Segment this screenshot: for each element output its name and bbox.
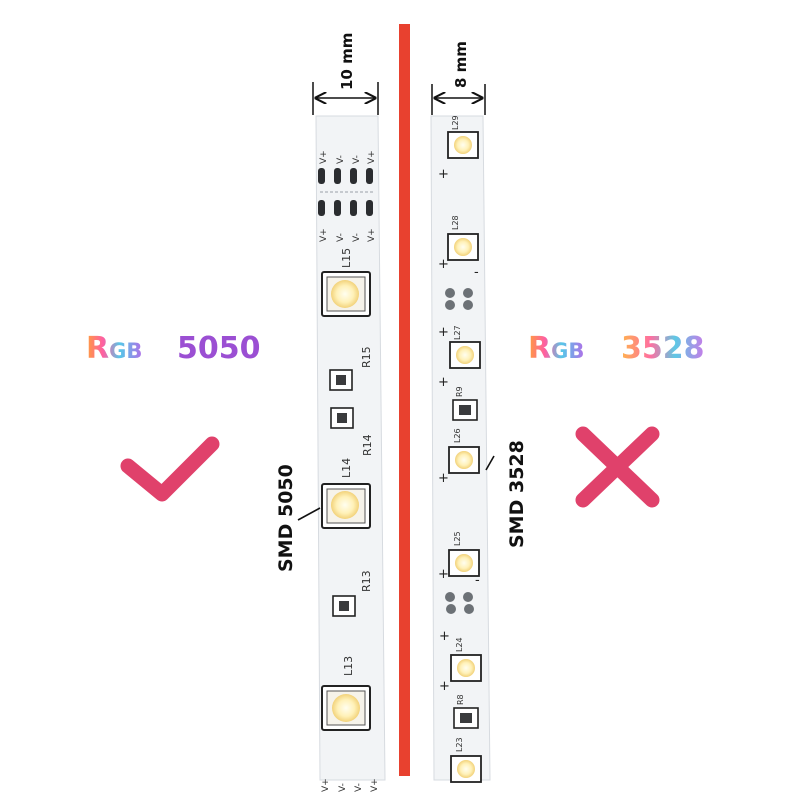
led-label: L23 xyxy=(455,737,464,752)
left-caption-number: 5050 xyxy=(177,331,261,366)
left-cut-pads xyxy=(318,168,375,216)
plus-sign: + xyxy=(438,167,449,182)
pad-label: V- xyxy=(336,233,346,242)
svg-text:V+: V+ xyxy=(321,778,331,792)
led-3528-l26: L26 xyxy=(448,428,480,474)
left-caption-prefix: Rgb xyxy=(86,331,142,366)
led-3528-l23: L23 xyxy=(450,737,482,783)
pad-label: V- xyxy=(352,233,362,242)
right-led-strip: 8 mm L29 L28 L27 L26 L25 xyxy=(430,41,528,783)
led-label: L13 xyxy=(342,656,355,676)
check-icon xyxy=(120,436,220,502)
led-5050-l13: L13 xyxy=(321,656,371,731)
plus-sign: + xyxy=(438,257,449,272)
pad-label: V- xyxy=(352,155,362,164)
resistor-label: R13 xyxy=(360,570,373,592)
resistor-r13: R13 xyxy=(332,570,373,617)
cross-icon xyxy=(575,426,660,508)
resistor-r14: R14 xyxy=(330,407,374,456)
led-3528-l28: L28 xyxy=(447,215,479,261)
left-width-dimension: 10 mm xyxy=(312,33,379,115)
svg-text:V-: V- xyxy=(354,783,364,792)
left-pad-labels-bottom: V+ V- V- V+ xyxy=(319,228,377,242)
right-caption: Rgb 3528 xyxy=(528,331,705,366)
right-width-label: 8 mm xyxy=(452,41,470,88)
right-type-label: SMD 3528 xyxy=(506,440,528,548)
svg-text:V-: V- xyxy=(338,783,348,792)
led-5050-l15: L15 xyxy=(321,248,371,317)
led-3528-l29: L29 xyxy=(447,115,479,159)
led-label: L27 xyxy=(453,325,462,340)
led-3528-l24: L24 xyxy=(450,637,482,682)
right-solder-pads xyxy=(445,288,474,614)
right-polarity-marks: + + - + + + + - + + xyxy=(438,167,480,694)
resistor-label: R9 xyxy=(455,386,464,397)
led-label: L29 xyxy=(451,115,460,130)
led-label: L25 xyxy=(453,531,462,546)
left-type-annotation: SMD 5050 xyxy=(275,464,321,572)
resistor-label: R8 xyxy=(456,694,465,705)
right-caption-number: 3528 xyxy=(621,331,705,366)
led-label: L28 xyxy=(451,215,460,230)
pad-label: V+ xyxy=(367,150,377,164)
right-width-dimension: 8 mm xyxy=(431,41,486,115)
led-label: L24 xyxy=(455,637,464,652)
resistor-r8: R8 xyxy=(453,694,479,729)
left-pcb-body xyxy=(315,115,386,781)
plus-sign: + xyxy=(439,679,450,694)
led-label: L26 xyxy=(453,428,462,443)
plus-sign: + xyxy=(438,375,449,390)
led-label: L15 xyxy=(340,248,353,268)
resistor-r9: R9 xyxy=(452,386,478,421)
left-type-label: SMD 5050 xyxy=(275,464,297,572)
plus-sign: + xyxy=(438,471,449,486)
pad-label: V- xyxy=(336,155,346,164)
led-3528-l25: L25 xyxy=(448,531,480,577)
left-width-label: 10 mm xyxy=(338,33,356,90)
plus-sign: + xyxy=(438,567,449,582)
minus-sign: - xyxy=(475,573,480,588)
left-pad-labels-top: V+ V- V- V+ xyxy=(319,150,377,164)
led-3528-l27: L27 xyxy=(449,325,481,369)
led-label: L14 xyxy=(340,458,353,478)
plus-sign: + xyxy=(438,325,449,340)
plus-sign: + xyxy=(439,629,450,644)
right-type-annotation: SMD 3528 xyxy=(485,440,528,548)
svg-text:V+: V+ xyxy=(370,778,380,792)
right-caption-prefix: Rgb xyxy=(528,331,584,366)
center-divider xyxy=(399,24,410,776)
left-caption: Rgb 5050 xyxy=(86,331,261,366)
resistor-label: R14 xyxy=(361,434,374,456)
pad-label: V+ xyxy=(319,228,329,242)
minus-sign: - xyxy=(474,265,479,280)
resistor-r15: R15 xyxy=(329,346,373,391)
left-pad-labels-bottom-edge: V+ V- V- V+ xyxy=(321,778,380,792)
pad-label: V+ xyxy=(319,150,329,164)
led-5050-l14: L14 xyxy=(321,458,371,529)
resistor-label: R15 xyxy=(360,346,373,368)
pad-label: V+ xyxy=(367,228,377,242)
left-led-strip: 10 mm V+ V- V- V+ V+ V- V- V+ xyxy=(275,33,386,792)
